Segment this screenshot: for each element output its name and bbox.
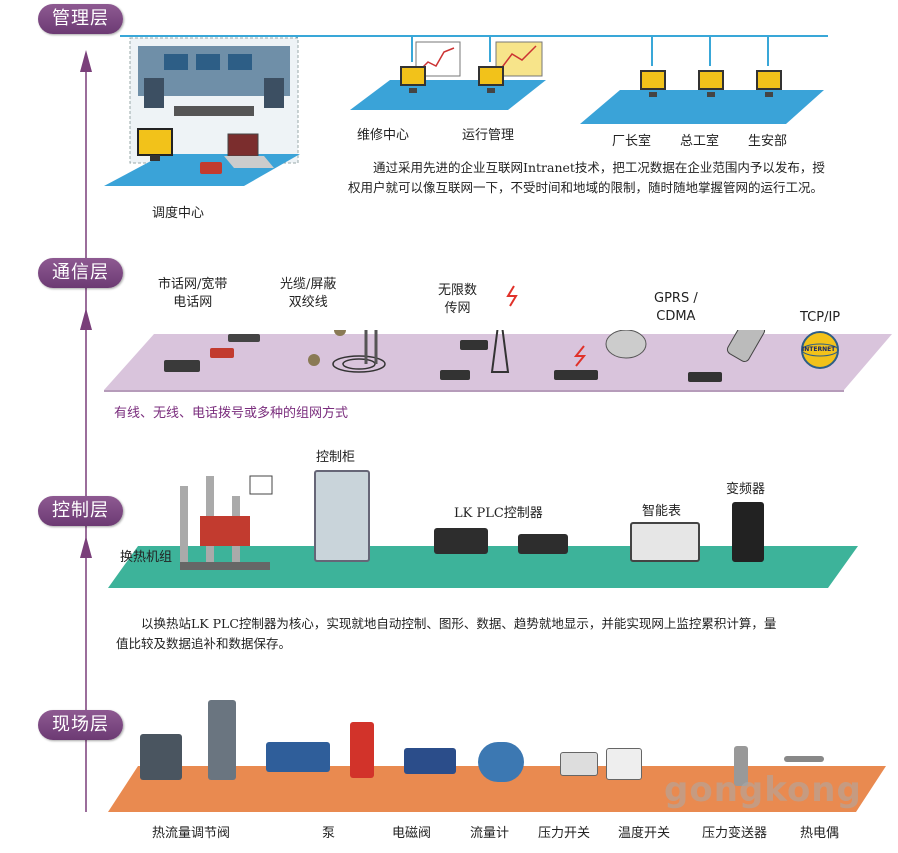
safety-department-workstation xyxy=(756,70,782,97)
plc-label: LK PLC控制器 xyxy=(454,506,543,521)
control-cabinet-label: 控制柜 xyxy=(316,450,356,465)
dispatch-center-label: 调度中心 xyxy=(152,206,205,221)
vertical-pump xyxy=(350,722,374,778)
heat-exchanger-unit xyxy=(180,475,273,570)
offices-platform xyxy=(580,90,824,124)
heat-flow-valve xyxy=(140,734,182,780)
field-platform xyxy=(108,766,886,812)
dispatch-center-illustration xyxy=(104,37,300,186)
inverter xyxy=(732,502,764,562)
field-item-flow-meter: 流量计 xyxy=(470,826,510,841)
layer-management-label: 管理层 xyxy=(52,8,109,29)
maintenance-center-label: 维修中心 xyxy=(357,128,410,143)
pressure-transmitter xyxy=(734,746,748,786)
plc-module-2 xyxy=(518,534,568,554)
layer-communication-label: 通信层 xyxy=(52,262,109,283)
smart-meter xyxy=(630,522,700,562)
inverter-label: 变频器 xyxy=(726,482,766,497)
lightning-icon-2 xyxy=(573,345,587,367)
temperature-switch xyxy=(606,748,642,780)
gprs-cdma-label: GPRS / CDMA xyxy=(654,291,698,324)
fiber-cable-label: 光缆/屏蔽 双绞线 xyxy=(280,277,337,310)
factory-director-workstation xyxy=(640,70,666,97)
axis-arrowheads xyxy=(80,50,92,558)
field-item-pressure-transmitter: 压力变送器 xyxy=(702,826,768,841)
solenoid-valve xyxy=(404,748,456,774)
field-item-pressure-switch: 压力开关 xyxy=(538,826,591,841)
smart-meter-label: 智能表 xyxy=(642,504,682,519)
field-item-heat-flow-valve: 热流量调节阀 xyxy=(152,826,231,841)
field-item-solenoid-valve: 电磁阀 xyxy=(392,826,432,841)
maintenance-operation-platform xyxy=(350,41,546,110)
maintenance-workstation xyxy=(400,66,426,93)
lightning-icon xyxy=(506,285,518,307)
thermocouple xyxy=(784,756,824,762)
factory-director-label: 厂长室 xyxy=(612,134,652,149)
phone-network-label: 市话网/宽带 电话网 xyxy=(158,277,228,310)
tcpip-label: TCP/IP xyxy=(800,310,841,325)
field-item-thermocouple: 热电偶 xyxy=(800,826,840,841)
layer-management-pill: 管理层 xyxy=(38,4,123,34)
field-item-pump: 泵 xyxy=(322,826,336,841)
internet-badge-text: INTERNET xyxy=(802,346,836,353)
layer-communication-pill: 通信层 xyxy=(38,258,123,288)
safety-department-label: 生安部 xyxy=(748,134,788,149)
internet-globe xyxy=(801,331,839,369)
regulating-valve xyxy=(208,700,236,780)
chief-engineer-workstation xyxy=(698,70,724,97)
operation-management-label: 运行管理 xyxy=(462,128,515,143)
watermark: gongkong xyxy=(664,770,862,810)
layer-control-label: 控制层 xyxy=(52,500,109,521)
flow-meter xyxy=(478,742,524,782)
control-cabinet xyxy=(314,470,370,562)
layer-field-pill: 现场层 xyxy=(38,710,123,740)
management-description: 通过采用先进的企业互联网Intranet技术，把工况数据在企业范围内予以发布，授… xyxy=(348,160,825,195)
control-description: 以换热站LK PLC控制器为核心，实现就地自动控制、图形、数据、趋势就地显示，并… xyxy=(116,616,777,651)
field-item-temperature-switch: 温度开关 xyxy=(618,826,671,841)
chief-engineer-label: 总工室 xyxy=(680,134,720,149)
communication-description: 有线、无线、电话拨号或多种的组网方式 xyxy=(114,406,349,421)
heat-exchanger-label: 换热机组 xyxy=(120,550,173,565)
wireless-label: 无限数 传网 xyxy=(438,283,478,316)
layer-field-label: 现场层 xyxy=(52,714,109,735)
communication-platform xyxy=(104,330,892,392)
pressure-switch xyxy=(560,752,598,776)
pump xyxy=(266,742,330,772)
layer-control-pill: 控制层 xyxy=(38,496,123,526)
plc-module-1 xyxy=(434,528,488,554)
operation-workstation xyxy=(478,66,504,93)
